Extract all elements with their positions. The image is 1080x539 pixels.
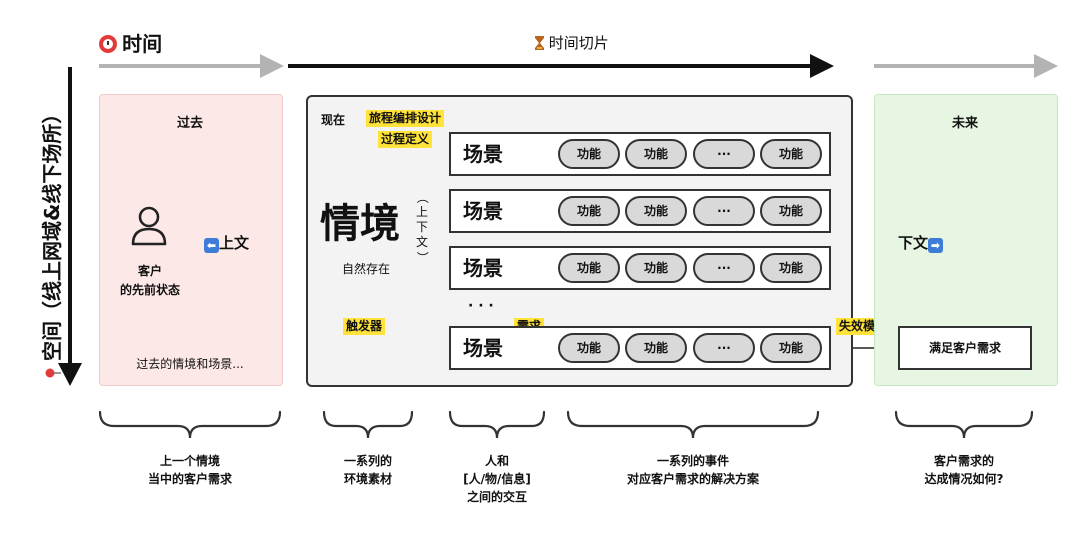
- design-tag-line2: 过程定义: [378, 131, 433, 148]
- brace-label-past: 上一个情境 当中的客户需求: [147, 454, 232, 486]
- context-vertical: （ 上 下 文 ）: [415, 191, 430, 264]
- right-arrow-icon: ➡: [928, 238, 944, 253]
- function-pill[interactable]: 功能: [558, 333, 620, 363]
- space-arrow: [58, 67, 82, 386]
- brace-interaction: [448, 410, 546, 439]
- function-pill[interactable]: 功能: [760, 139, 822, 169]
- more-pill[interactable]: ···: [693, 196, 755, 226]
- scene-label: 场景: [463, 336, 503, 360]
- trigger-tag: 触发器: [343, 318, 386, 335]
- time-slice-header: 时间切片: [535, 32, 609, 54]
- brace-past: [98, 410, 282, 439]
- function-pill[interactable]: 功能: [625, 333, 687, 363]
- left-arrow-icon: ⬅: [204, 238, 219, 253]
- future-title: 未来: [951, 116, 978, 131]
- alarm-clock-icon: [99, 35, 117, 53]
- scene-row-1: 场景 功能 功能 ··· 功能: [449, 132, 831, 176]
- time-slice-label: 时间切片: [548, 34, 609, 52]
- time-label: 时间: [122, 32, 163, 56]
- past-panel: [99, 94, 283, 386]
- scene-label: 场景: [463, 256, 503, 280]
- time-header: 时间: [99, 28, 163, 56]
- function-pill[interactable]: 功能: [760, 196, 822, 226]
- past-context: ⬅上文: [204, 232, 249, 253]
- design-tag-line1: 旅程编排设计: [366, 110, 445, 127]
- future-context: 下文➡: [898, 232, 944, 253]
- more-pill[interactable]: ···: [693, 333, 755, 363]
- hourglass-icon: [535, 36, 544, 50]
- brace-future: [894, 410, 1034, 439]
- scene-row-4: 场景 功能 功能 ··· 功能: [449, 326, 831, 370]
- scene-row-3: 场景 功能 功能 ··· 功能: [449, 246, 831, 290]
- past-title: 过去: [176, 116, 203, 131]
- scene-row-2: 场景 功能 功能 ··· 功能: [449, 189, 831, 233]
- time-arrow-future: [874, 54, 1058, 78]
- user-icon: [129, 204, 169, 250]
- situation-label: 情境: [320, 201, 400, 247]
- natural-existence: 自然存在: [342, 262, 391, 276]
- pin-icon: [42, 368, 61, 378]
- time-arrow-now: [288, 54, 834, 78]
- brace-label-env: 一系列的 环境素材: [343, 454, 392, 486]
- function-pill[interactable]: 功能: [558, 139, 620, 169]
- function-pill[interactable]: 功能: [760, 333, 822, 363]
- brace-label-events: 一系列的事件 对应客户需求的解决方案: [626, 454, 759, 486]
- space-label: 空间（线上网域&线下场所）: [40, 103, 64, 362]
- more-pill[interactable]: ···: [693, 139, 755, 169]
- function-pill[interactable]: 功能: [558, 196, 620, 226]
- outcome-box: 满足客户需求: [898, 326, 1032, 370]
- customer-prior-state: 客户 的先前状态: [119, 264, 180, 297]
- function-pill[interactable]: 功能: [760, 253, 822, 283]
- more-pill[interactable]: ···: [693, 253, 755, 283]
- function-pill[interactable]: 功能: [625, 196, 687, 226]
- now-title: 现在: [321, 113, 346, 127]
- function-pill[interactable]: 功能: [625, 139, 687, 169]
- brace-events: [566, 410, 820, 439]
- function-pill[interactable]: 功能: [558, 253, 620, 283]
- past-bottom-text: 过去的情境和场景...: [136, 357, 244, 371]
- function-pill[interactable]: 功能: [625, 253, 687, 283]
- time-arrow-past: [99, 54, 284, 78]
- brace-label-future: 客户需求的 达成情况如何?: [924, 454, 1004, 486]
- rows-ellipsis: · · ·: [468, 298, 494, 314]
- brace-label-interaction: 人和 [人/物/信息] 之间的交互: [463, 454, 531, 504]
- scene-label: 场景: [463, 199, 503, 223]
- brace-env: [322, 410, 414, 439]
- scene-label: 场景: [463, 142, 503, 166]
